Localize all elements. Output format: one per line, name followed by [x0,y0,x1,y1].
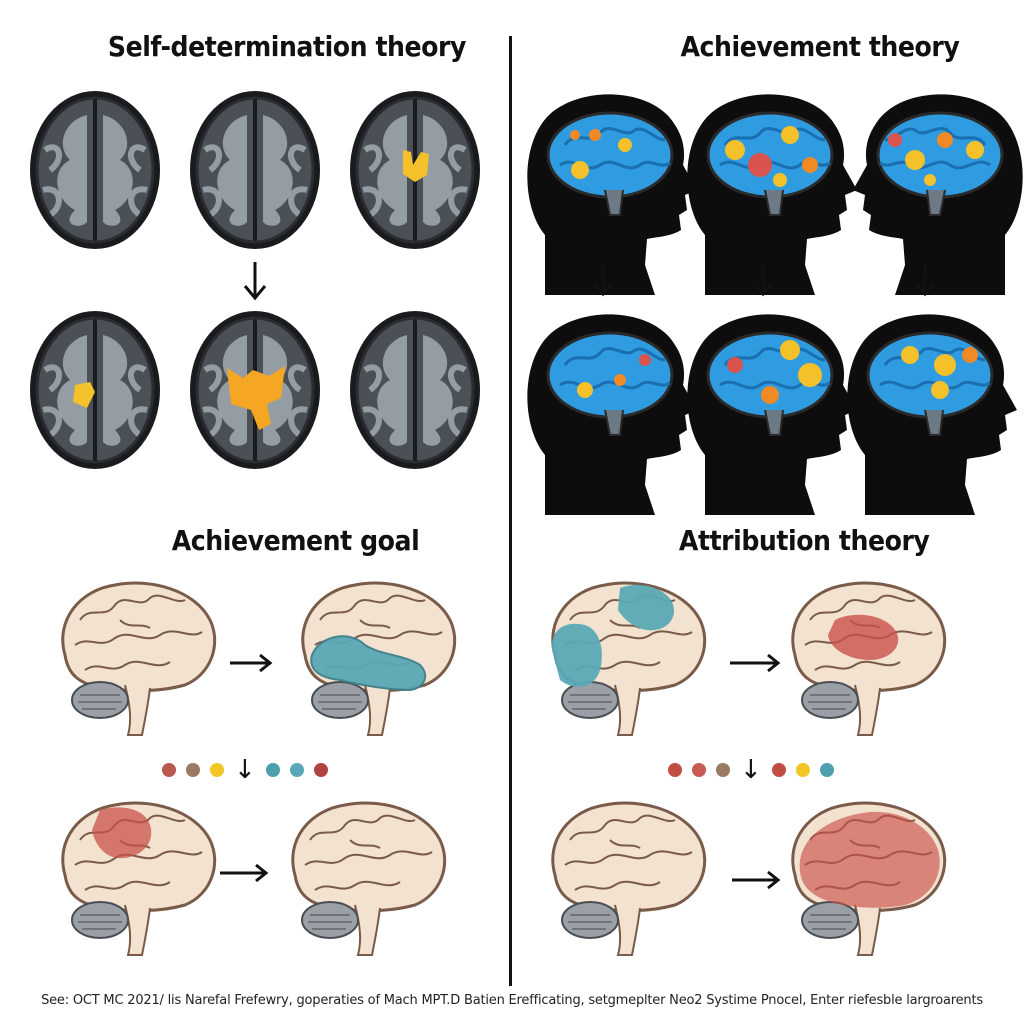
legend-dot [668,763,682,777]
down-arrow [243,262,267,301]
mri-slice-6 [353,314,477,466]
panel-title-attribution-theory: Attribution theory [678,524,930,557]
vertical-divider [509,36,512,986]
down-arrow-icon: ↓ [740,755,762,785]
footer-caption: See: OCT MC 2021/ lis Narefal Frefewry, … [41,993,983,1008]
legend-dot [795,763,810,777]
arrow-right-1 [230,653,273,673]
legend-dots-right: ↓ [668,755,834,785]
head-3 [853,94,1023,295]
legend-dot [313,763,328,777]
legend-dot [162,763,176,777]
mri-slice-5 [193,314,317,466]
panel-title-achievement-theory: Achievement theory [680,30,960,63]
arrow-right-4 [732,870,781,890]
legend-dot [289,763,304,777]
brain-8 [791,801,947,957]
legend-dot [716,763,730,777]
mri-slice-3 [353,94,477,246]
mri-slice-grid [20,80,500,480]
arrow-right-2 [220,863,269,883]
brain-5 [551,581,707,737]
attribution-theory-diagram [540,570,1000,980]
brain-6 [791,581,947,737]
legend-dots-left: ↓ [162,755,328,785]
brain-4 [291,801,447,957]
down-arrow-icon: ↓ [234,755,256,785]
achievement-goal-diagram [40,570,500,980]
head-1 [527,94,697,295]
panel-title-self-determination: Self-determination theory [107,30,467,63]
panel-title-achievement-goal: Achievement goal [171,524,420,557]
legend-dot [771,763,786,777]
legend-dot [819,763,834,777]
legend-dot [210,763,224,777]
head-5 [687,314,857,515]
legend-dot [186,763,200,777]
arrow-right-3 [730,653,781,673]
mri-slice-1 [33,94,157,246]
down-arrows-row [593,265,935,297]
mri-slice-2 [193,94,317,246]
mri-slice-4 [33,314,157,466]
head-4 [527,314,697,515]
head-2 [687,94,857,295]
brain-1 [61,581,217,737]
brain-2 [301,581,457,737]
head-6 [847,314,1017,515]
brain-3 [61,801,217,957]
brain-7 [551,801,707,957]
head-silhouette-grid [527,80,1023,515]
legend-dot [265,763,280,777]
legend-dot [692,763,706,777]
